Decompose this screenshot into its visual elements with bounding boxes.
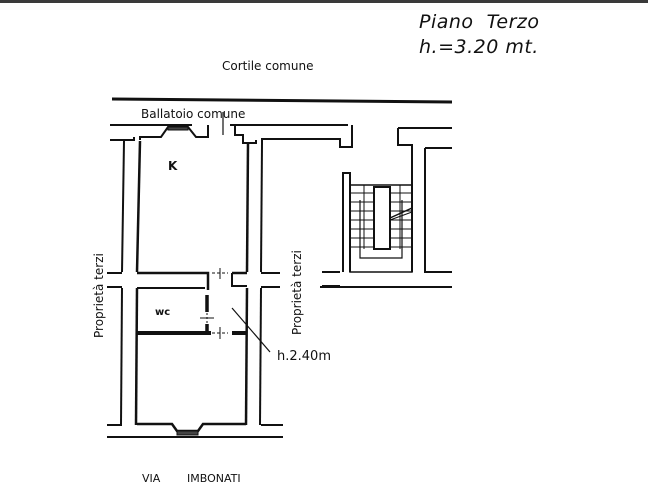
stair-well: [373, 186, 391, 250]
plan-title: Piano Terzo h.=3.20 mt.: [419, 10, 539, 60]
balcony-label: Ballatoio comune: [141, 107, 245, 121]
wall-right-inner-upper: [245, 142, 250, 273]
floor-label: Piano Terzo: [419, 11, 540, 33]
street-via-label: VIA: [142, 472, 161, 483]
leader-line: [231, 307, 271, 353]
wall-right-inner-lower: [244, 287, 249, 426]
stair-treads: [350, 185, 413, 249]
kitchen-label: K: [168, 159, 178, 173]
wall-bottom-inner: [137, 422, 246, 433]
wall-top-left: [110, 137, 135, 141]
wall-top-right: [234, 125, 257, 144]
wall-left-inner-lower: [134, 287, 139, 426]
stair-left-wall: [342, 172, 351, 272]
neighbor-left-label: Proprietà terzi: [92, 253, 106, 338]
corridor-jog: [231, 273, 247, 287]
wall-right-block: [261, 125, 353, 148]
wall-left-outer-upper: [121, 140, 125, 273]
wall-left-inner-upper: [135, 140, 142, 273]
ceiling-height-label: h.2.40m: [277, 349, 331, 364]
wall-right-outer-upper: [260, 142, 263, 273]
courtyard-label: Cortile comune: [222, 59, 313, 73]
courtyard-line: [111, 97, 453, 104]
street-name-label: IMBONATI: [187, 472, 241, 483]
bathroom-label: wc: [155, 307, 170, 318]
window-bottom: [176, 430, 199, 436]
kitchen-bottom-wall: [137, 271, 210, 290]
top-bar: [0, 0, 648, 3]
neighbor-right-label: Proprietà terzi: [290, 250, 304, 335]
floor-height-label: h.=3.20 mt.: [419, 36, 539, 58]
stair-far-right-wall: [424, 148, 452, 273]
wall-right-outer-lower: [259, 287, 262, 426]
window-top: [167, 126, 189, 131]
wall-left-outer-lower: [120, 287, 123, 426]
